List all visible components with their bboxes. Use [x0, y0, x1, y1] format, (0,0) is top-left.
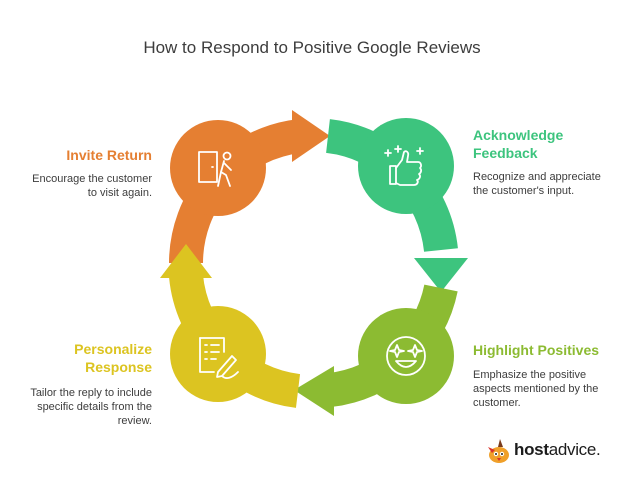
desc-line: Tailor the reply to include — [30, 387, 152, 399]
step-circle-highlight-positives — [358, 308, 454, 404]
title-line: Response — [85, 359, 152, 375]
step-description-acknowledge-feedback: Recognize and appreciate the customer's … — [473, 170, 618, 198]
arrow-head-orange — [292, 110, 330, 162]
hostadvice-logo: hostadvice. — [486, 437, 614, 467]
step-circle-personalize-response — [170, 306, 266, 402]
title-line: Acknowledge — [473, 127, 564, 143]
desc-line: specific details from the — [37, 401, 152, 413]
step-title-highlight-positives: Highlight Positives — [473, 342, 600, 358]
desc-line: Emphasize the positive — [473, 369, 587, 381]
desc-line: the customer's input. — [473, 185, 575, 197]
desc-line: aspects mentioned by the — [473, 383, 599, 395]
diagram-title: How to Respond to Positive Google Review… — [143, 38, 481, 57]
title-line: Personalize — [74, 341, 152, 357]
thumbs-up-sparkle-icon — [384, 145, 424, 186]
arrow-head-olive — [294, 366, 334, 416]
step-title-personalize-response: Personalize Response — [40, 340, 152, 376]
step-description-highlight-positives: Emphasize the positive aspects mentioned… — [473, 368, 618, 410]
starry-eyed-face-icon — [386, 336, 426, 376]
step-title-invite-return: Invite Return — [66, 147, 152, 163]
desc-line: review. — [117, 415, 152, 427]
step-circle-acknowledge-feedback — [358, 118, 454, 214]
logo-text-regular: advice — [548, 440, 597, 459]
desc-line: customer. — [473, 397, 521, 409]
arrow-head-yellow — [160, 244, 212, 278]
logo-text-dot: . — [596, 440, 601, 459]
desc-line: Encourage the customer — [32, 173, 152, 185]
step-description-personalize-response: Tailor the reply to include specific det… — [6, 386, 152, 428]
person-entering-door-icon — [198, 151, 232, 187]
step-title-acknowledge-feedback: Acknowledge Feedback — [473, 126, 613, 162]
title-line: Feedback — [473, 145, 538, 161]
arrow-head-green — [414, 258, 468, 292]
step-description-invite-return: Encourage the customer to visit again. — [10, 172, 152, 200]
desc-line: to visit again. — [87, 187, 152, 199]
hostadvice-bird-icon — [488, 439, 509, 463]
logo-text-bold: host — [514, 440, 549, 459]
desc-line: Recognize and appreciate — [473, 171, 601, 183]
writing-checklist-icon — [199, 337, 239, 379]
step-circle-invite-return — [170, 120, 266, 216]
hostadvice-wordmark: hostadvice. — [514, 440, 601, 460]
